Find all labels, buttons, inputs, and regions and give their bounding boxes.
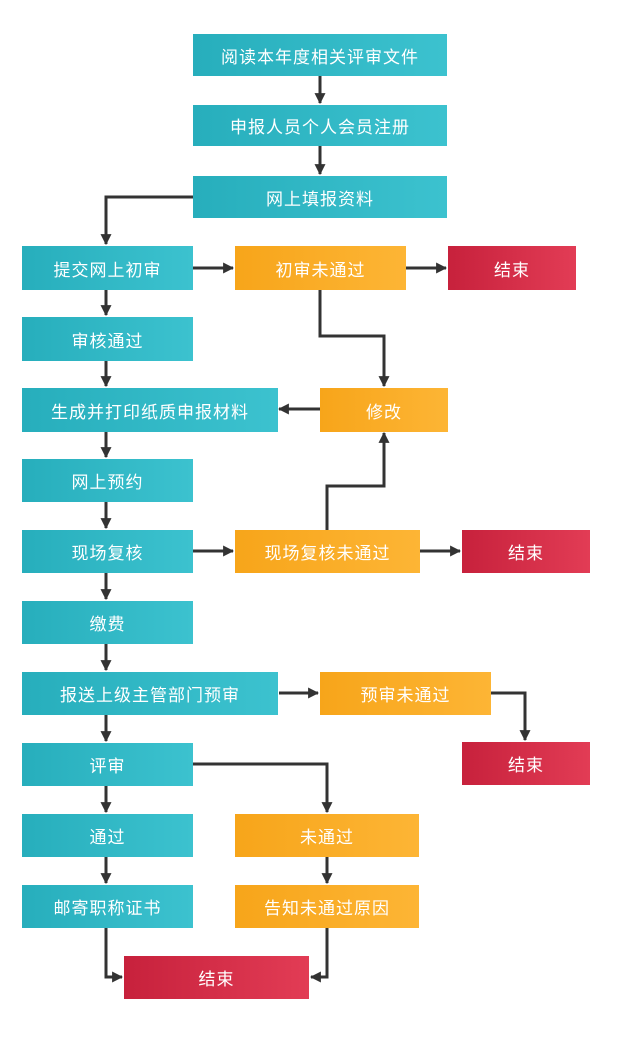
arrow-evaluation-to-fail xyxy=(193,762,333,814)
node-submit-superior: 报送上级主管部门预审 xyxy=(22,672,278,715)
arrow-prereview-fail-to-end xyxy=(491,691,531,742)
node-pay-fee: 缴费 xyxy=(22,601,193,644)
node-modify: 修改 xyxy=(320,388,448,432)
node-evaluation: 评审 xyxy=(22,743,193,786)
arrow-fill-to-submit xyxy=(100,195,193,246)
arrow-recheck-fail-to-modify xyxy=(325,431,390,530)
node-register: 申报人员个人会员注册 xyxy=(193,105,447,146)
node-notify-reason: 告知未通过原因 xyxy=(235,885,419,928)
node-initial-fail: 初审未通过 xyxy=(235,246,406,290)
node-online-booking: 网上预约 xyxy=(22,459,193,502)
node-end-final: 结束 xyxy=(124,956,309,999)
node-print-materials: 生成并打印纸质申报材料 xyxy=(22,388,278,432)
node-mail-certificate: 邮寄职称证书 xyxy=(22,885,193,928)
arrow-notify-to-end xyxy=(309,928,329,983)
node-end-3: 结束 xyxy=(462,742,590,785)
node-fail: 未通过 xyxy=(235,814,419,857)
node-pass: 通过 xyxy=(22,814,193,857)
node-review-pass: 审核通过 xyxy=(22,317,193,361)
node-onsite-recheck: 现场复核 xyxy=(22,530,193,573)
node-fill-info: 网上填报资料 xyxy=(193,176,447,218)
node-end-2: 结束 xyxy=(462,530,590,573)
node-end-1: 结束 xyxy=(448,246,576,290)
node-read-docs: 阅读本年度相关评审文件 xyxy=(193,34,447,76)
node-prereview-fail: 预审未通过 xyxy=(320,672,491,715)
node-submit-initial: 提交网上初审 xyxy=(22,246,193,290)
arrow-mail-to-end xyxy=(104,928,124,983)
node-recheck-fail: 现场复核未通过 xyxy=(235,530,420,573)
arrow-initial-fail-to-modify xyxy=(318,290,390,388)
